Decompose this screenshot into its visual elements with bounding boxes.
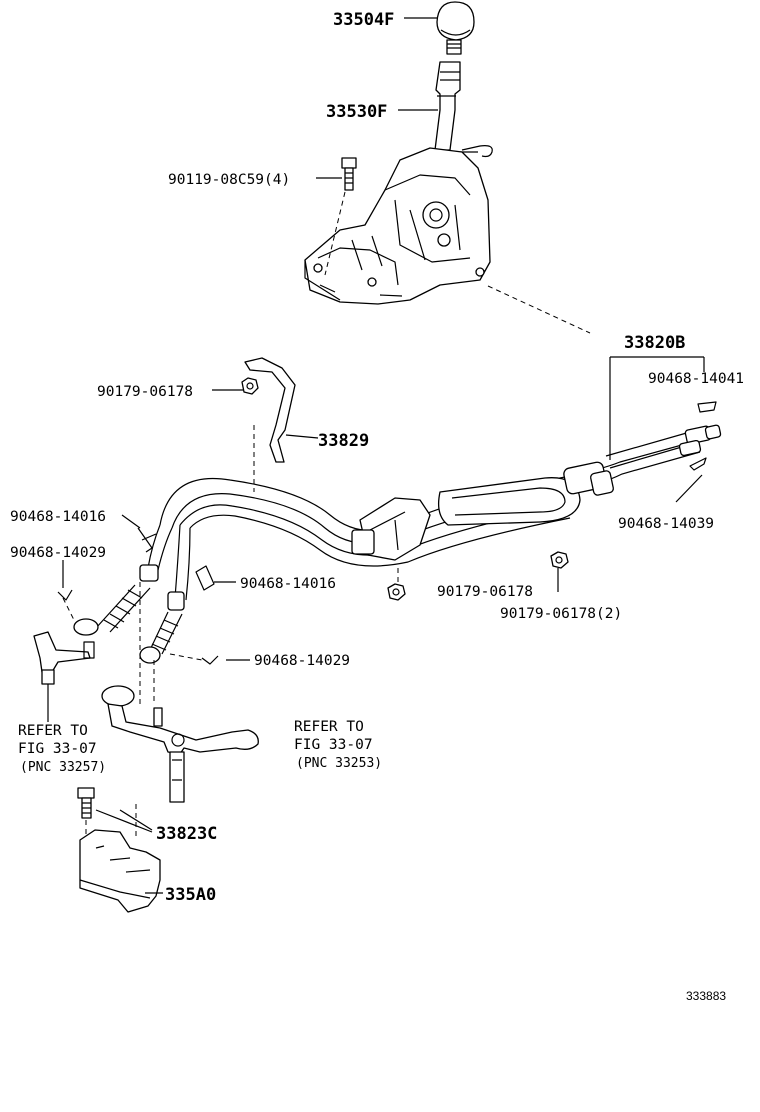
label-33530F: 33530F <box>326 102 387 122</box>
nut-90179-b-illustration <box>387 583 406 601</box>
bracket-335A0-illustration <box>79 829 161 913</box>
ref-right-line3: (PNC 33253) <box>296 756 382 771</box>
clip-90468-14039-illustration <box>689 457 707 471</box>
label-33820B: 33820B <box>624 333 685 353</box>
left-lever-illustration <box>33 631 95 685</box>
shift-lever-illustration <box>434 61 493 158</box>
leader-lines <box>47 17 705 894</box>
label-90179-06178-a: 90179-06178 <box>97 384 193 400</box>
shift-lever-housing-illustration <box>304 147 491 305</box>
ref-left-line1: REFER TO <box>18 723 88 739</box>
shift-knob-illustration <box>436 1 475 55</box>
label-90468-14016-a: 90468-14016 <box>10 509 106 525</box>
shift-cable-assembly-illustration <box>73 424 722 664</box>
label-90468-14039: 90468-14039 <box>618 516 714 532</box>
clip-90468-14016-b-illustration <box>195 565 215 591</box>
reference-note-right: REFER TO FIG 33-07 (PNC 33253) <box>294 719 382 771</box>
label-33504F: 33504F <box>333 10 394 30</box>
label-33823C: 33823C <box>156 824 217 844</box>
ref-left-line3: (PNC 33257) <box>20 760 106 775</box>
ref-right-line1: REFER TO <box>294 719 364 735</box>
dashed-guide-lines <box>62 191 591 838</box>
label-90468-14016-b: 90468-14016 <box>240 576 336 592</box>
bracket-33829-illustration <box>244 357 319 463</box>
clip-90468-14029-a-illustration <box>57 589 73 601</box>
ref-left-line2: FIG 33-07 <box>18 741 97 757</box>
nut-90179-c-illustration <box>550 551 569 569</box>
figure-id: 333883 <box>686 989 726 1003</box>
label-90468-14029-b: 90468-14029 <box>254 653 350 669</box>
label-90468-14041: 90468-14041 <box>648 371 744 387</box>
clip-90468-14016-a-illustration <box>137 527 157 553</box>
label-90179-06178-c: 90179-06178(2) <box>500 606 622 622</box>
ref-right-line2: FIG 33-07 <box>294 737 373 753</box>
bolt-33823C-illustration <box>77 787 95 819</box>
label-335A0: 335A0 <box>165 885 216 905</box>
label-90179-06178-b: 90179-06178 <box>437 584 533 600</box>
clip-90468-14029-b-illustration <box>201 655 219 665</box>
clip-90468-14041-illustration <box>697 401 717 413</box>
label-90119-08C59: 90119-08C59(4) <box>168 172 290 188</box>
right-lever-illustration <box>101 685 259 803</box>
reference-note-left: REFER TO FIG 33-07 (PNC 33257) <box>18 723 106 775</box>
label-90468-14029-a: 90468-14029 <box>10 545 106 561</box>
nut-90179-a-illustration <box>241 377 259 395</box>
bolt-90119-illustration <box>341 157 357 191</box>
label-33829: 33829 <box>318 431 369 451</box>
